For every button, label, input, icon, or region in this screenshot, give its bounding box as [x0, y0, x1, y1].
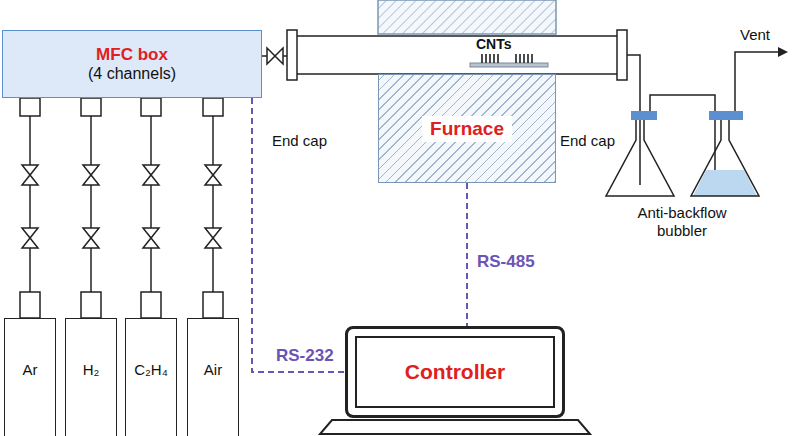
- furnace-body: Furnace: [378, 74, 556, 183]
- node-subtitle: (4 channels): [88, 65, 176, 83]
- valve-symbol: [83, 165, 99, 175]
- flask-stopper: [709, 111, 743, 120]
- end-cap: [617, 30, 627, 80]
- gas-line: [90, 98, 92, 318]
- valve-symbol: [143, 238, 159, 248]
- valve-symbol: [205, 238, 221, 248]
- furnace-top: [378, 0, 556, 34]
- gas-cylinder: H₂: [65, 318, 117, 436]
- gas-line: [150, 98, 152, 318]
- valve-symbol: [143, 165, 159, 175]
- serial-link: [252, 98, 345, 372]
- cylinder-regulator: [81, 292, 101, 318]
- cylinder-regulator: [141, 292, 161, 318]
- bubbler-flask: [606, 120, 674, 196]
- gas-label: Ar: [23, 361, 38, 378]
- valve-symbol: [267, 48, 283, 64]
- fitting: [81, 98, 101, 116]
- valve-symbol: [83, 228, 99, 238]
- valve-symbol: [143, 175, 159, 185]
- part-label: End cap: [272, 132, 327, 149]
- signal-label: RS-232: [276, 346, 334, 366]
- gas-label: Air: [204, 361, 222, 378]
- gas-cylinder: Ar: [4, 318, 56, 436]
- gas-cylinder: C₂H₄: [125, 318, 177, 436]
- gas-label: H₂: [83, 361, 100, 378]
- valve-symbol: [83, 175, 99, 185]
- valve-symbol: [205, 165, 221, 175]
- flask-stopper: [631, 111, 657, 120]
- substrate: [470, 63, 548, 67]
- node-title: MFC box: [96, 45, 168, 65]
- fitting: [141, 98, 161, 116]
- laptop-base: [320, 420, 590, 434]
- gas-line: [29, 98, 31, 318]
- fitting: [20, 98, 40, 116]
- valve-symbol: [205, 228, 221, 238]
- node-title: Furnace: [422, 116, 512, 142]
- vent-pipe: [735, 52, 780, 112]
- node-title: Controller: [405, 360, 505, 384]
- cylinder-regulator: [20, 292, 40, 318]
- valve-symbol: [205, 175, 221, 185]
- controller-laptop: Controller: [345, 326, 565, 418]
- valve-symbol: [83, 238, 99, 248]
- serial-link: [466, 183, 468, 326]
- fitting: [203, 98, 223, 116]
- mfc-box: MFC box(4 channels): [2, 30, 262, 98]
- quartz-tube: [292, 36, 622, 74]
- cylinder-regulator: [203, 292, 223, 318]
- vent-label: Vent: [740, 26, 770, 43]
- signal-label: RS-485: [477, 252, 535, 272]
- vent-arrow: [778, 47, 788, 57]
- part-label: End cap: [560, 132, 615, 149]
- bubbler-flask: [691, 120, 759, 196]
- cnt-array: [482, 54, 532, 63]
- end-cap: [287, 30, 297, 80]
- valve-symbol: [22, 175, 38, 185]
- valve-symbol: [22, 238, 38, 248]
- valve-symbol: [22, 165, 38, 175]
- valve-symbol: [22, 228, 38, 238]
- gas-label: C₂H₄: [134, 361, 168, 378]
- gas-line: [212, 98, 214, 318]
- valve-symbol: [143, 228, 159, 238]
- cnt-label: CNTs: [476, 36, 512, 52]
- gas-cylinder: Air: [187, 318, 239, 436]
- part-label: Anti-backflow bubbler: [617, 204, 747, 240]
